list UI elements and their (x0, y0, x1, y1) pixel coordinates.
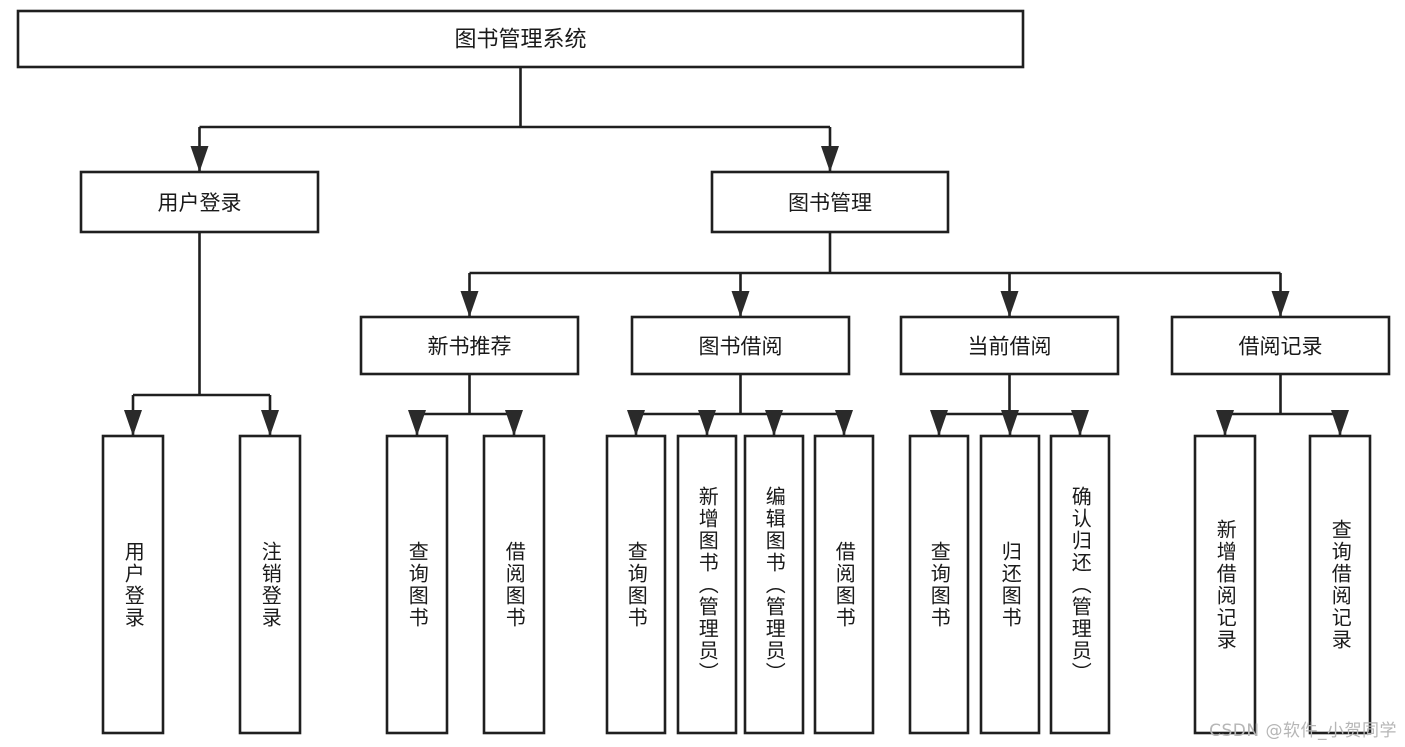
node-leaf-borrow-book-2 (813, 434, 875, 735)
node-box-leaf-borrow-book-2 (813, 434, 875, 735)
node-current-borrow: 当前借阅 (899, 315, 1120, 376)
node-label-book-manage: 图书管理 (788, 191, 872, 215)
node-box-leaf-user-login (101, 434, 165, 735)
node-label-book-borrow: 图书借阅 (699, 335, 783, 359)
node-box-borrow-record (1170, 315, 1391, 376)
node-leaf-return-book (979, 434, 1041, 735)
node-book-borrow: 图书借阅 (630, 315, 851, 376)
arrow-head-icon-leaf-add-book-admin (698, 410, 716, 436)
node-leaf-query-book-2 (605, 434, 667, 735)
arrow-head-icon-book-borrow (731, 291, 750, 317)
node-label-root: 图书管理系统 (454, 28, 586, 53)
node-leaf-user-logout (238, 434, 302, 735)
arrow-head-icon-leaf-borrow-book-1 (505, 410, 523, 436)
node-box-leaf-query-borrow-record (1308, 434, 1372, 735)
arrow-head-icon-leaf-user-logout (261, 410, 279, 436)
node-box-book-manage (710, 170, 950, 234)
arrow-head-icon-book-manage (821, 146, 839, 172)
node-label-current-borrow: 当前借阅 (968, 335, 1052, 359)
arrow-head-icon-leaf-query-book-2 (627, 410, 645, 436)
node-box-leaf-query-book-2 (605, 434, 667, 735)
node-leaf-query-book-3 (908, 434, 970, 735)
connector-lines (124, 67, 1349, 436)
node-box-leaf-add-book-admin (676, 434, 738, 735)
arrow-head-icon-leaf-edit-book-admin (765, 410, 783, 436)
node-leaf-add-borrow-record (1193, 434, 1257, 735)
arrow-head-icon-leaf-query-book-3 (930, 410, 948, 436)
node-leaf-edit-book-admin (743, 434, 805, 735)
node-leaf-user-login (101, 434, 165, 735)
node-box-root (16, 9, 1025, 69)
arrow-head-icon-leaf-query-borrow-record (1331, 410, 1349, 436)
node-book-manage: 图书管理 (710, 170, 950, 234)
node-leaf-query-book-1 (385, 434, 449, 735)
arrow-head-icon-leaf-user-login (124, 410, 142, 436)
arrow-head-icon-current-borrow (1000, 291, 1019, 317)
node-leaf-add-book-admin (676, 434, 738, 735)
node-box-book-borrow (630, 315, 851, 376)
arrow-head-icon-leaf-query-book-1 (408, 410, 426, 436)
node-box-leaf-edit-book-admin (743, 434, 805, 735)
arrow-head-icon-leaf-confirm-return-admin (1071, 410, 1089, 436)
arrow-head-icon-borrow-record (1271, 291, 1290, 317)
node-box-leaf-query-book-3 (908, 434, 970, 735)
node-box-user-login (79, 170, 320, 234)
node-leaf-query-borrow-record (1308, 434, 1372, 735)
node-label-user-login: 用户登录 (158, 191, 242, 215)
node-box-leaf-borrow-book-1 (482, 434, 546, 735)
node-leaf-confirm-return-admin (1049, 434, 1111, 735)
arrow-head-icon-new-book-recommend (460, 291, 479, 317)
node-user-login: 用户登录 (79, 170, 320, 234)
node-label-new-book-recommend: 新书推荐 (428, 335, 512, 359)
csdn-watermark: CSDN @软件_小贺同学 (1209, 721, 1397, 741)
node-box-leaf-return-book (979, 434, 1041, 735)
arrow-head-icon-user-login (190, 146, 209, 172)
node-root: 图书管理系统 (16, 9, 1025, 69)
node-box-new-book-recommend (359, 315, 580, 376)
arrow-head-icon-leaf-return-book (1001, 410, 1019, 436)
arrow-head-icon-leaf-add-borrow-record (1216, 410, 1234, 436)
node-leaf-borrow-book-1 (482, 434, 546, 735)
node-box-leaf-user-logout (238, 434, 302, 735)
node-label-borrow-record: 借阅记录 (1239, 335, 1323, 359)
node-box-leaf-query-book-1 (385, 434, 449, 735)
arrow-head-icon-leaf-borrow-book-2 (835, 410, 853, 436)
node-box-leaf-confirm-return-admin (1049, 434, 1111, 735)
node-box-current-borrow (899, 315, 1120, 376)
node-new-book-recommend: 新书推荐 (359, 315, 580, 376)
node-borrow-record: 借阅记录 (1170, 315, 1391, 376)
node-box-leaf-add-borrow-record (1193, 434, 1257, 735)
